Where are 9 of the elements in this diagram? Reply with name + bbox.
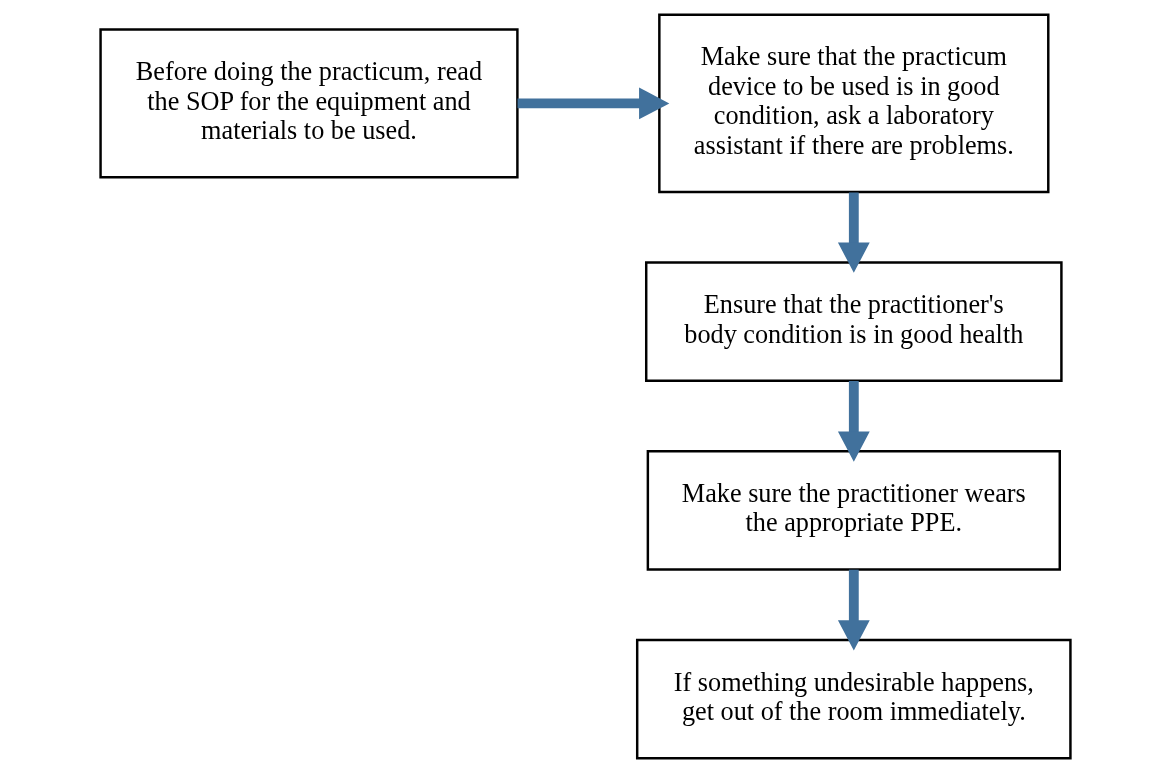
node-box: Before doing the practicum, read the SOP for the equipment and materials to be used. bbox=[99, 28, 519, 179]
node-box: If something undesirable happens, get out of the room immediately. bbox=[635, 638, 1072, 760]
arrow bbox=[837, 380, 870, 462]
node-box: Ensure that the practitioner's body condition is in good health bbox=[645, 261, 1063, 382]
node-box: Make sure the practitioner wears the appropriate PPE. bbox=[646, 450, 1061, 571]
arrow bbox=[837, 569, 870, 651]
arrow bbox=[517, 87, 670, 120]
node-box: Make sure that the practicum device to be used is in good condition, ask a laboratory assistant if there are problems. bbox=[658, 13, 1050, 194]
arrow bbox=[837, 192, 870, 273]
